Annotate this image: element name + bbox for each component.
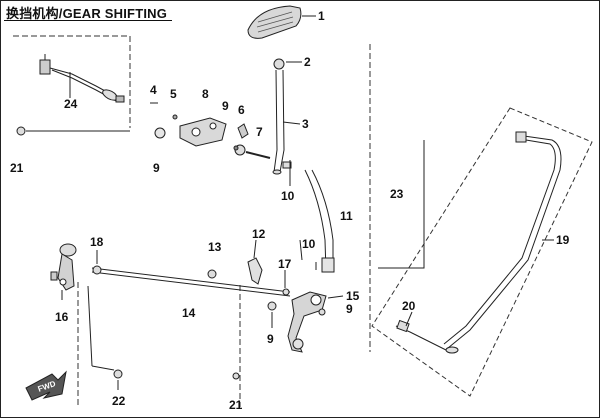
callout-3: 3 — [302, 117, 309, 131]
callout-14: 14 — [182, 306, 196, 320]
callout-20: 20 — [402, 299, 416, 313]
callout-1: 1 — [318, 9, 325, 23]
leader-lines — [26, 15, 554, 390]
callout-18: 18 — [90, 235, 104, 249]
callout-9-d: 9 — [346, 302, 353, 316]
callout-8: 8 — [202, 87, 209, 101]
callout-21-b: 21 — [229, 398, 243, 412]
shift-arm-part-15 — [267, 291, 327, 353]
nut-part-22 — [113, 369, 240, 380]
callout-9-a: 9 — [222, 99, 229, 113]
callout-21-a: 21 — [10, 161, 24, 175]
callout-17: 17 — [278, 257, 292, 271]
callout-23: 23 — [390, 187, 404, 201]
callout-4: 4 — [150, 83, 157, 97]
linkage-block-part-8 — [150, 102, 271, 159]
pedal-lever-part-11 — [282, 161, 335, 273]
cable-part-24 — [39, 54, 125, 103]
callout-5: 5 — [170, 87, 177, 101]
callout-16: 16 — [55, 310, 69, 324]
callout-10-a: 10 — [281, 189, 295, 203]
callout-12: 12 — [252, 227, 266, 241]
cable-group-box — [371, 107, 593, 397]
callout-11: 11 — [340, 209, 353, 223]
callout-10-b: 10 — [302, 237, 316, 251]
shift-rod-part-3 — [272, 58, 285, 175]
callout-6: 6 — [238, 103, 245, 117]
diagram-title: 换挡机构/GEAR SHIFTING — [6, 6, 168, 21]
forward-arrow: FWD — [25, 370, 67, 401]
group-boundaries — [13, 35, 371, 407]
cable-part-19 — [395, 131, 562, 354]
shift-lever-part-16 — [50, 243, 77, 291]
callout-24: 24 — [64, 97, 78, 111]
callout-2: 2 — [304, 55, 311, 69]
group-23-bracket — [378, 140, 425, 269]
callout-9-c: 9 — [267, 332, 274, 346]
pedal-rubber-part — [247, 5, 302, 39]
shift-shaft-part-14 — [91, 257, 291, 297]
title-underline — [4, 20, 172, 21]
callout-7: 7 — [256, 125, 263, 139]
callout-15: 15 — [346, 289, 360, 303]
callout-13: 13 — [208, 240, 222, 254]
callout-9-b: 9 — [153, 161, 160, 175]
callout-labels: 1 2 3 4 5 6 7 8 9 9 9 9 10 10 11 12 13 1… — [10, 9, 570, 412]
bolt-part-21-left — [16, 126, 26, 136]
callout-22: 22 — [112, 394, 126, 408]
callout-19: 19 — [556, 233, 570, 247]
